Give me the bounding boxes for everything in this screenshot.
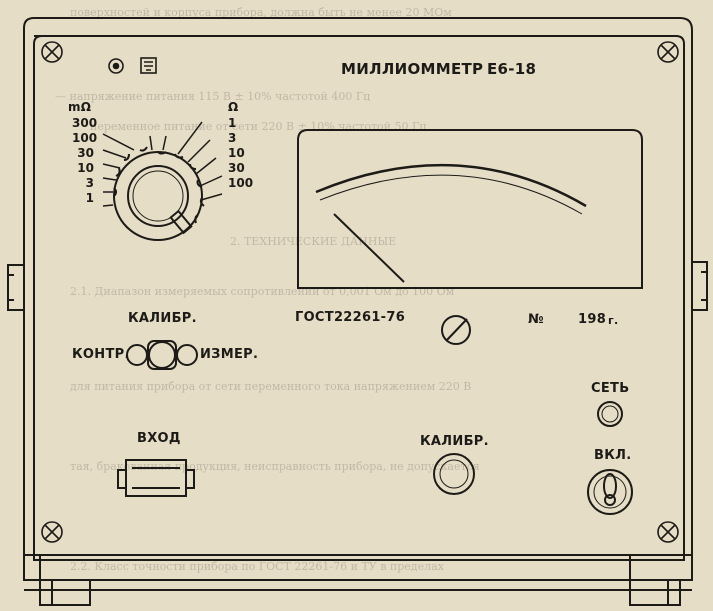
case-outline xyxy=(23,17,693,581)
power-lamp xyxy=(597,401,623,427)
range-value: 30 xyxy=(228,161,245,175)
input-connector xyxy=(117,459,195,497)
calibration-switch-right-label: ИЗМЕР. xyxy=(200,347,259,362)
calibration-switch-left-label: КОНТР. xyxy=(72,347,130,362)
meter-window xyxy=(297,129,643,289)
meter-scale-arc xyxy=(315,163,587,208)
meter-needle xyxy=(333,213,405,283)
ground-symbol-icon xyxy=(108,58,124,74)
year-suffix: г. xyxy=(608,314,619,327)
range-value: 3 xyxy=(228,131,237,145)
instrument-title: МИЛЛИОММЕТР xyxy=(341,60,484,78)
range-unit-left: mΩ xyxy=(68,100,92,114)
corner-screws xyxy=(41,41,679,543)
range-value: 1 xyxy=(228,116,237,130)
gost-label: ГОСТ22261-76 xyxy=(295,310,406,325)
instrument-model: Е6-18 xyxy=(487,60,537,78)
left-handle xyxy=(7,264,24,311)
range-value: 10 xyxy=(77,161,94,175)
calibration-knob xyxy=(433,453,475,495)
range-value: 3 xyxy=(85,176,94,190)
calibration-knob-label: КАЛИБР. xyxy=(420,434,489,449)
right-foot xyxy=(629,555,681,606)
range-switch-ticks xyxy=(102,121,223,207)
range-value: 100 xyxy=(72,131,98,145)
warning-symbol-icon xyxy=(140,57,157,74)
left-foot xyxy=(39,555,91,606)
right-handle xyxy=(692,261,708,311)
range-unit-right: Ω xyxy=(228,100,239,114)
range-values-left: 300 100 30 10 3 1 xyxy=(72,116,98,206)
power-toggle-switch xyxy=(587,469,633,515)
year-label: 198 xyxy=(578,312,607,327)
range-value: 1 xyxy=(85,191,94,205)
range-value: 10 xyxy=(228,146,245,160)
range-value: 100 xyxy=(228,176,254,190)
front-panel-frame xyxy=(33,35,685,561)
range-values-right: 1 3 10 30 100 xyxy=(228,116,253,191)
power-lamp-label: СЕТЬ xyxy=(591,381,630,396)
range-switch-knob xyxy=(113,146,205,241)
calibration-switch-title: КАЛИБР. xyxy=(128,311,197,326)
power-switch-label: ВКЛ. xyxy=(594,448,632,463)
serial-number-label: № xyxy=(528,312,544,327)
input-connector-label: ВХОД xyxy=(137,431,181,446)
range-value: 300 xyxy=(72,116,98,130)
range-value: 30 xyxy=(77,146,94,160)
calibration-toggle-switch xyxy=(126,340,198,370)
zero-adjust-screw xyxy=(441,315,471,345)
